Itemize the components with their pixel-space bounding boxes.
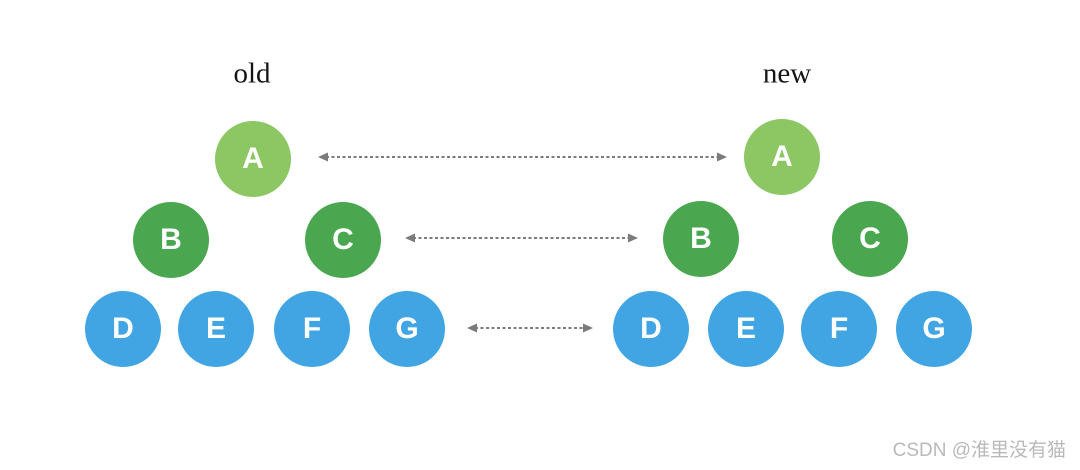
node-new-F: F [801, 291, 877, 367]
node-new-C: C [832, 201, 908, 277]
node-old-F: F [274, 291, 350, 367]
arrow-compare-level2 [405, 233, 638, 243]
node-new-G: G [896, 291, 972, 367]
node-old-D: D [85, 291, 161, 367]
tree-label-old: old [233, 57, 271, 90]
watermark-text: CSDN @淮里没有猫 [892, 440, 1066, 461]
node-new-D: D [613, 291, 689, 367]
arrow-compare-level3 [467, 323, 593, 333]
node-new-B: B [663, 201, 739, 277]
tree-label-new: new [762, 57, 812, 90]
node-old-E: E [178, 291, 254, 367]
node-new-E: E [708, 291, 784, 367]
node-old-G: G [369, 291, 445, 367]
arrow-compare-level1-A [318, 152, 727, 162]
node-old-C: C [305, 202, 381, 278]
node-new-A: A [744, 119, 820, 195]
node-old-B: B [133, 202, 209, 278]
node-old-A: A [215, 121, 291, 197]
